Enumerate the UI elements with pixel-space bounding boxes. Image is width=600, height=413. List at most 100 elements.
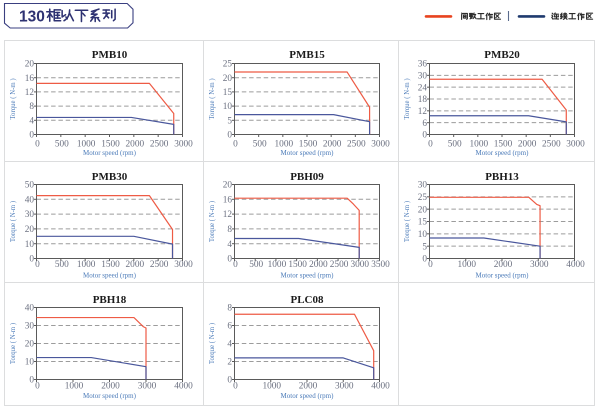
svg-text:2000: 2000 bbox=[323, 140, 342, 150]
svg-text:0: 0 bbox=[29, 376, 34, 386]
svg-text:PBH18: PBH18 bbox=[93, 294, 127, 306]
svg-text:18: 18 bbox=[418, 95, 428, 105]
svg-text:PMB10: PMB10 bbox=[92, 49, 128, 61]
svg-text:4000: 4000 bbox=[566, 260, 585, 270]
svg-text:12: 12 bbox=[418, 107, 428, 117]
svg-text:2: 2 bbox=[227, 358, 232, 368]
svg-text:1000: 1000 bbox=[262, 382, 281, 392]
svg-text:1500: 1500 bbox=[101, 140, 120, 150]
svg-text:1500: 1500 bbox=[101, 260, 120, 270]
svg-text:Torque ( N-m ): Torque ( N-m ) bbox=[10, 78, 17, 119]
svg-text:1500: 1500 bbox=[288, 260, 307, 270]
svg-text:2500: 2500 bbox=[330, 260, 349, 270]
svg-text:40: 40 bbox=[25, 195, 35, 205]
svg-text:10: 10 bbox=[418, 230, 428, 240]
svg-text:PMB30: PMB30 bbox=[92, 171, 128, 183]
svg-text:PMB15: PMB15 bbox=[289, 49, 325, 61]
svg-text:6: 6 bbox=[422, 119, 427, 129]
svg-text:2500: 2500 bbox=[347, 140, 366, 150]
svg-text:10: 10 bbox=[25, 358, 35, 368]
svg-text:36: 36 bbox=[418, 60, 428, 70]
svg-text:2500: 2500 bbox=[150, 260, 169, 270]
svg-text:Torque ( N-m ): Torque ( N-m ) bbox=[404, 78, 411, 119]
svg-text:4: 4 bbox=[227, 340, 232, 350]
svg-text:5: 5 bbox=[422, 242, 427, 252]
svg-text:4: 4 bbox=[227, 240, 232, 250]
svg-text:Motor speed (rpm): Motor speed (rpm) bbox=[476, 149, 530, 157]
svg-text:20: 20 bbox=[223, 74, 233, 84]
svg-text:25: 25 bbox=[418, 193, 428, 203]
svg-text:10: 10 bbox=[25, 240, 35, 250]
svg-text:1000: 1000 bbox=[77, 260, 96, 270]
svg-text:4000: 4000 bbox=[174, 382, 193, 392]
svg-text:0: 0 bbox=[227, 376, 232, 386]
svg-text:3000: 3000 bbox=[174, 260, 193, 270]
svg-text:3000: 3000 bbox=[530, 260, 549, 270]
svg-text:PBH13: PBH13 bbox=[485, 171, 519, 183]
svg-text:0: 0 bbox=[422, 131, 427, 141]
svg-text:30: 30 bbox=[418, 71, 428, 81]
svg-text:500: 500 bbox=[249, 260, 263, 270]
svg-text:0: 0 bbox=[227, 131, 232, 141]
svg-text:500: 500 bbox=[253, 140, 267, 150]
svg-text:8: 8 bbox=[227, 304, 232, 314]
svg-text:3000: 3000 bbox=[335, 382, 354, 392]
svg-text:Torque ( N-m ): Torque ( N-m ) bbox=[209, 323, 216, 364]
svg-text:20: 20 bbox=[25, 225, 35, 235]
svg-text:1000: 1000 bbox=[275, 140, 294, 150]
svg-text:0: 0 bbox=[233, 260, 238, 270]
svg-text:1000: 1000 bbox=[77, 140, 96, 150]
svg-text:2000: 2000 bbox=[126, 260, 145, 270]
svg-text:0: 0 bbox=[35, 140, 40, 150]
svg-text:1000: 1000 bbox=[65, 382, 84, 392]
svg-text:Motor speed (rpm): Motor speed (rpm) bbox=[281, 272, 335, 280]
svg-text:1000: 1000 bbox=[470, 140, 489, 150]
svg-text:12: 12 bbox=[223, 210, 233, 220]
svg-text:3500: 3500 bbox=[371, 260, 390, 270]
svg-text:Torque ( N-m ): Torque ( N-m ) bbox=[209, 78, 216, 119]
svg-text:0: 0 bbox=[428, 260, 433, 270]
svg-text:30: 30 bbox=[418, 181, 428, 191]
svg-text:Motor speed (rpm): Motor speed (rpm) bbox=[83, 272, 137, 280]
svg-text:1500: 1500 bbox=[299, 140, 318, 150]
svg-text:2500: 2500 bbox=[150, 140, 169, 150]
svg-text:4: 4 bbox=[29, 116, 34, 126]
svg-text:3000: 3000 bbox=[371, 140, 390, 150]
svg-text:8: 8 bbox=[227, 225, 232, 235]
svg-text:20: 20 bbox=[25, 60, 35, 70]
svg-text:0: 0 bbox=[29, 131, 34, 141]
svg-text:2000: 2000 bbox=[494, 260, 513, 270]
svg-text:6: 6 bbox=[227, 322, 232, 332]
svg-text:1500: 1500 bbox=[494, 140, 513, 150]
svg-text:Motor speed (rpm): Motor speed (rpm) bbox=[83, 149, 137, 157]
svg-text:3000: 3000 bbox=[566, 140, 585, 150]
svg-text:2000: 2000 bbox=[101, 382, 120, 392]
svg-text:0: 0 bbox=[29, 255, 34, 265]
svg-text:Torque ( N-m ): Torque ( N-m ) bbox=[10, 201, 17, 242]
svg-text:30: 30 bbox=[25, 322, 35, 332]
svg-text:Motor speed (rpm): Motor speed (rpm) bbox=[281, 392, 335, 400]
svg-text:3000: 3000 bbox=[350, 260, 369, 270]
svg-text:0: 0 bbox=[233, 382, 238, 392]
svg-text:30: 30 bbox=[25, 210, 35, 220]
svg-text:Torque ( N-m ): Torque ( N-m ) bbox=[404, 201, 411, 242]
svg-text:15: 15 bbox=[418, 218, 428, 228]
svg-text:2500: 2500 bbox=[542, 140, 561, 150]
svg-text:15: 15 bbox=[223, 88, 233, 98]
svg-text:0: 0 bbox=[422, 255, 427, 265]
svg-text:500: 500 bbox=[55, 140, 69, 150]
svg-text:20: 20 bbox=[25, 340, 35, 350]
svg-text:40: 40 bbox=[25, 304, 35, 314]
svg-text:2000: 2000 bbox=[126, 140, 145, 150]
svg-text:Motor speed (rpm): Motor speed (rpm) bbox=[281, 149, 335, 157]
svg-text:3000: 3000 bbox=[174, 140, 193, 150]
svg-text:Motor speed (rpm): Motor speed (rpm) bbox=[83, 392, 137, 400]
svg-text:25: 25 bbox=[223, 60, 233, 70]
svg-text:20: 20 bbox=[418, 205, 428, 215]
svg-text:12: 12 bbox=[25, 88, 35, 98]
svg-text:0: 0 bbox=[233, 140, 238, 150]
svg-text:Motor speed (rpm): Motor speed (rpm) bbox=[476, 272, 530, 280]
svg-text:PMB20: PMB20 bbox=[484, 49, 520, 61]
svg-text:1000: 1000 bbox=[268, 260, 287, 270]
svg-text:0: 0 bbox=[227, 255, 232, 265]
